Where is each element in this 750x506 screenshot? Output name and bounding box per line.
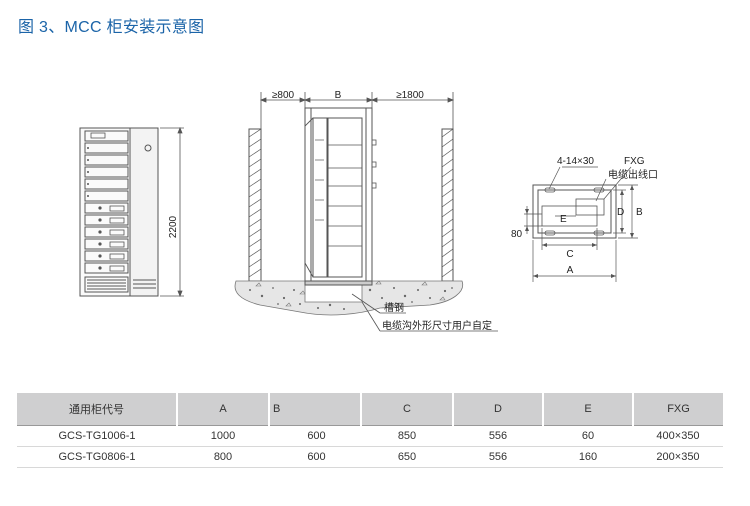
- cabinet-width-label: B: [335, 90, 342, 101]
- height-dimension: [160, 126, 184, 298]
- cell-b: 600: [269, 446, 361, 468]
- front-view-cabinet: [79, 127, 159, 297]
- spec-table-header: 通用柜代号 A B C D E FXG: [17, 393, 723, 426]
- dim-b-label: B: [636, 207, 643, 218]
- cable-outlet-label: 电缆出线口: [608, 168, 658, 181]
- table-row: GCS-TG0806-1 800 600 650 556 160 200×350: [17, 446, 723, 468]
- installation-drawing: 2200: [79, 90, 658, 332]
- cable-trench-note: 电缆沟外形尺寸用户自定: [382, 319, 492, 332]
- spec-table: 通用柜代号 A B C D E FXG GCS-TG1006-1 1000 60…: [17, 393, 723, 468]
- col-header-e: E: [543, 393, 634, 426]
- channel-steel-label: 槽钢: [384, 301, 404, 314]
- col-header-model: 通用柜代号: [17, 393, 178, 426]
- dim-e-label: E: [560, 214, 567, 225]
- cell-b: 600: [269, 425, 361, 447]
- cell-fxg: 200×350: [633, 446, 723, 468]
- col-header-b: B: [269, 393, 362, 426]
- table-row: GCS-TG1006-1 1000 600 850 556 60 400×350: [17, 425, 723, 447]
- base-plan-frame: [532, 184, 617, 239]
- dim-80-label: 80: [511, 229, 523, 240]
- callout-lines: [351, 293, 498, 332]
- cell-c: 850: [361, 425, 453, 447]
- cell-fxg: 400×350: [633, 425, 723, 447]
- dim-a-label: A: [567, 265, 574, 276]
- col-header-c: C: [361, 393, 454, 426]
- figure-title: 图 3、MCC 柜安装示意图: [18, 19, 205, 36]
- cell-model: GCS-TG1006-1: [17, 425, 177, 447]
- col-header-d: D: [453, 393, 544, 426]
- col-header-a: A: [177, 393, 270, 426]
- dimension-arrows: [525, 185, 634, 278]
- cell-d: 556: [453, 446, 543, 468]
- right-clearance-label: ≥1800: [396, 90, 424, 101]
- cell-c: 650: [361, 446, 453, 468]
- clearance-dimensions: [259, 92, 455, 129]
- cell-e: 160: [543, 446, 633, 468]
- dim-d-label: D: [617, 207, 624, 218]
- side-view-cabinet: [304, 107, 377, 286]
- base-plan-dimensions: [524, 166, 638, 282]
- cell-model: GCS-TG0806-1: [17, 446, 177, 468]
- hole-spec-label: 4-14×30: [557, 156, 594, 167]
- cell-d: 556: [453, 425, 543, 447]
- height-label: 2200: [168, 215, 179, 238]
- left-clearance-label: ≥800: [272, 90, 295, 101]
- ground-section: [234, 280, 464, 316]
- cell-a: 1000: [177, 425, 269, 447]
- cell-e: 60: [543, 425, 633, 447]
- fxg-label: FXG: [624, 156, 645, 167]
- cell-a: 800: [177, 446, 269, 468]
- col-header-fxg: FXG: [633, 393, 723, 426]
- dim-c-label: C: [566, 249, 573, 260]
